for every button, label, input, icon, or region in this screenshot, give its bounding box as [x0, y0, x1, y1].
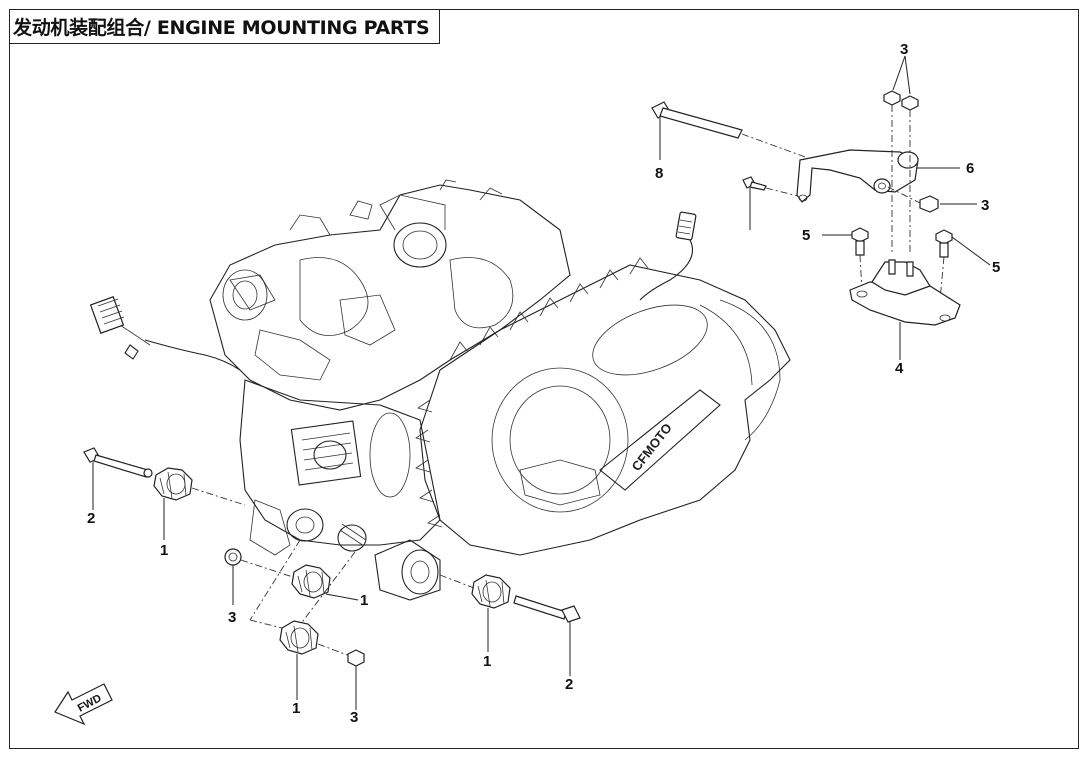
bolt-2-left — [83, 447, 153, 478]
bolt-5-right — [935, 229, 953, 258]
callout-labels: 3 8 6 3 5 5 4 2 1 3 1 1 3 1 2 — [87, 41, 1000, 726]
nut-pair-3-top — [883, 90, 919, 111]
rubber-bushing-1-c — [279, 620, 319, 655]
callout-3-right: 3 — [981, 197, 989, 214]
upper-bracket-6 — [796, 149, 919, 203]
bolt-5-left — [851, 227, 869, 256]
drawing-frame — [9, 9, 1079, 749]
callout-3-bottom: 3 — [350, 709, 358, 726]
mount-bracket-4 — [849, 259, 961, 326]
callout-3-left: 3 — [228, 609, 236, 626]
callout-1-a: 1 — [160, 542, 168, 559]
engine-assembly: CFMOTO — [89, 179, 791, 601]
callout-7: 8 — [655, 165, 663, 182]
callout-2-right: 2 — [565, 676, 573, 693]
callout-1-b: 1 — [360, 592, 368, 609]
bolt-2-right — [513, 595, 581, 623]
lower-mount-parts — [83, 447, 581, 667]
nut-3-lower — [347, 649, 365, 667]
bolt-8 — [742, 176, 767, 191]
long-bolt-7 — [651, 101, 743, 139]
leader-lines — [92, 55, 991, 710]
fwd-direction-arrow: FWD — [54, 683, 113, 726]
callout-1-c: 1 — [292, 700, 300, 717]
nut-3-right — [919, 195, 939, 213]
callout-1-d: 1 — [483, 653, 491, 670]
rubber-bushing-1-d — [471, 574, 511, 609]
callout-2-left: 2 — [87, 510, 95, 527]
washer-3-left — [224, 548, 242, 566]
callout-6: 6 — [966, 160, 974, 177]
callout-5-left: 5 — [802, 227, 810, 244]
callout-5-right: 5 — [992, 259, 1000, 276]
callout-3-top: 3 — [900, 41, 908, 58]
upper-mount-bracket-group — [651, 90, 961, 326]
callout-4: 4 — [895, 360, 904, 377]
rubber-bushing-1-a — [153, 467, 193, 501]
rubber-bushing-1-b — [291, 564, 331, 599]
diagram-title: 发动机装配组合/ ENGINE MOUNTING PARTS — [9, 9, 441, 44]
